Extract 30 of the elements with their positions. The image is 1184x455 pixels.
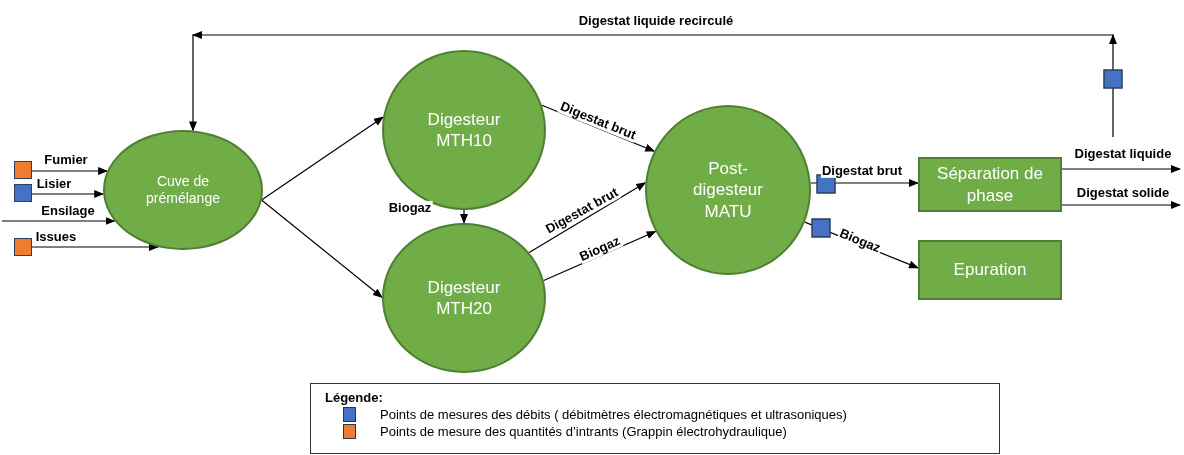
arrow [31,190,105,198]
node-label: Epuration [953,259,1027,281]
edge-label: Digestat solide [1075,185,1171,201]
legend-title: Légende: [325,390,384,405]
legend-text: Points de mesures des débits ( débitmètres électromagnétiques et ultrasoniques) [380,407,847,422]
arrow [1061,201,1181,209]
node-label: Digesteur MTH10 [426,108,502,152]
arrow [261,116,384,201]
arrow [1,217,116,225]
node-label: Séparation de phase [936,163,1044,206]
edge-label: Digestat liquide recirculé [577,13,735,29]
arrow [261,199,383,298]
node-label: Cuve de prémélange [145,172,221,208]
meter-marker [14,161,32,179]
edge-label: Digestat brut [820,163,904,179]
arrow [810,179,919,187]
process-box [918,157,1062,212]
legend-text: Points de mesure des quantités d’intrants (Grappin électrohydraulique) [380,424,787,439]
edge-label: Biogaz [387,200,433,216]
process-box [918,240,1062,300]
edge-label: Digestat liquide [1073,146,1173,162]
meter-marker [14,238,32,256]
arrow [1061,165,1181,173]
arrow [189,31,1117,138]
arrow [460,209,468,224]
meter-marker [14,184,32,202]
arrow [528,182,647,254]
node-label: Post-digesteur MATU [692,158,764,222]
node-label: Digesteur MTH20 [426,276,502,320]
edge-label: Ensilage [40,203,96,219]
